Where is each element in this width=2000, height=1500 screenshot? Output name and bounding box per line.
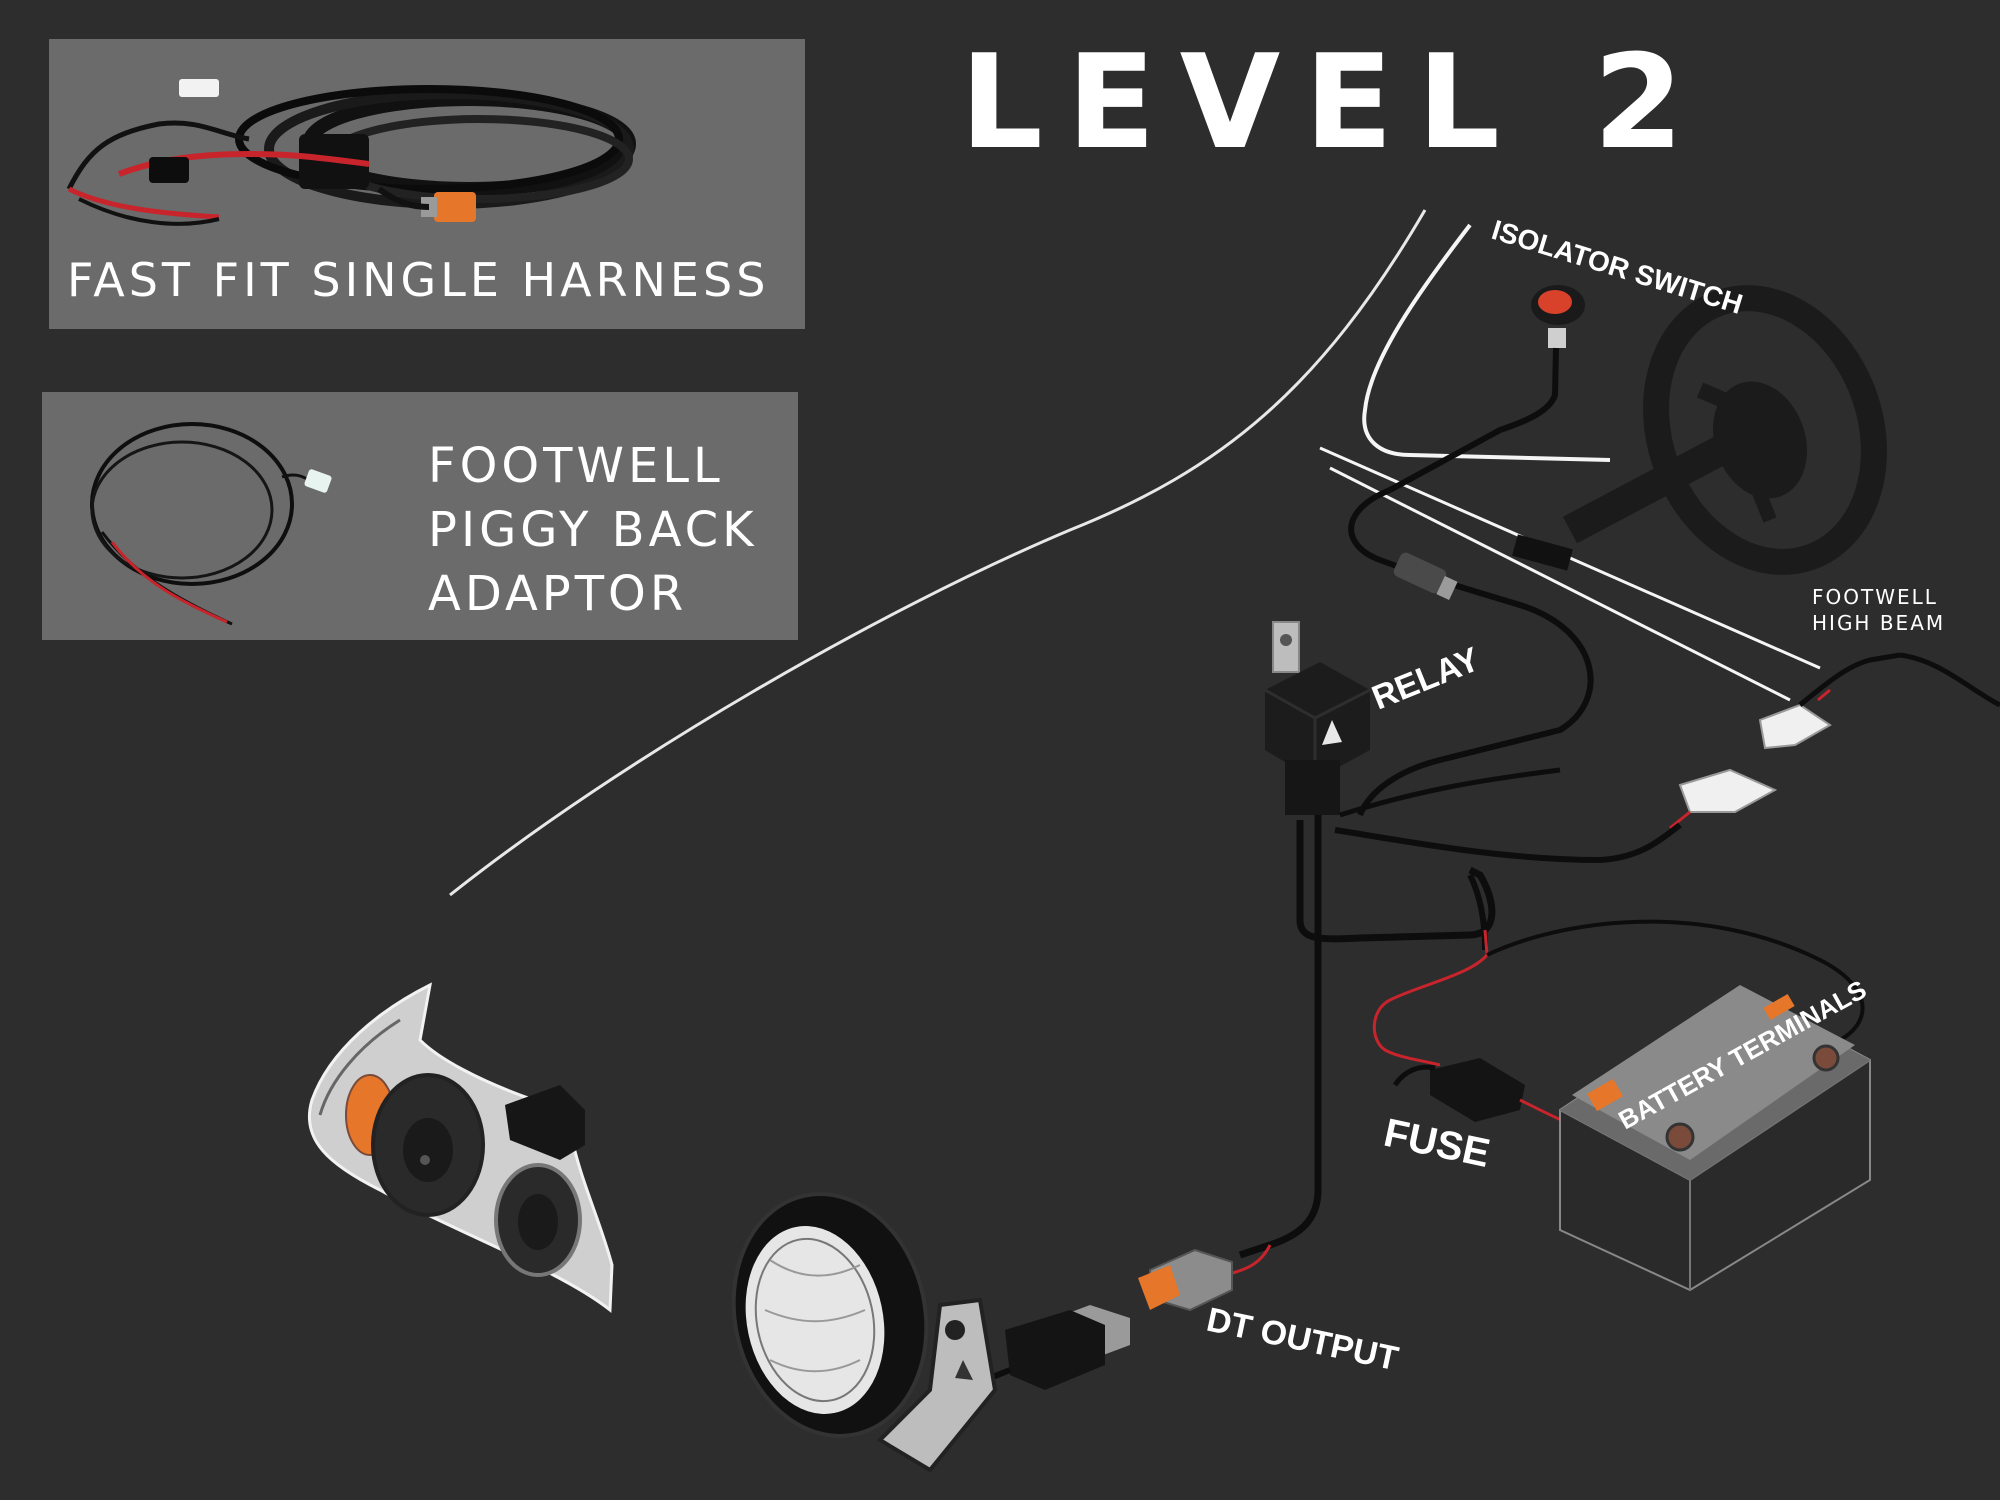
dt-output-label: DT OUTPUT bbox=[1203, 1301, 1401, 1379]
harness-product-panel: FAST FIT SINGLE HARNESS bbox=[49, 39, 805, 329]
switch-wire bbox=[1348, 487, 1594, 817]
dashboard-outline-line bbox=[1362, 223, 1611, 462]
adaptor-label-line-3: ADAPTOR bbox=[428, 566, 688, 622]
vehicle-headlight bbox=[307, 982, 614, 1314]
harness-image bbox=[66, 79, 636, 226]
relay-output-wire bbox=[1238, 815, 1322, 1259]
dashboard-edge-line-2 bbox=[1329, 466, 1791, 702]
adaptor-label: FOOTWELL PIGGY BACK ADAPTOR bbox=[428, 434, 758, 626]
harness-label: FAST FIT SINGLE HARNESS bbox=[67, 253, 770, 307]
battery-negative-wire bbox=[1486, 919, 1865, 1042]
battery bbox=[1559, 985, 1871, 1292]
adaptor-label-line-1: FOOTWELL bbox=[428, 438, 724, 494]
isolator-switch-label: ISOLATOR SWITCH bbox=[1488, 214, 1746, 320]
dt-output-connector bbox=[943, 1244, 1272, 1403]
driving-light bbox=[731, 1192, 998, 1473]
isolator-switch bbox=[1388, 285, 1585, 493]
vehicle-outline-line bbox=[449, 209, 1427, 897]
footwell-high-beam-label-1: FOOTWELL bbox=[1812, 585, 1938, 609]
relay bbox=[1264, 621, 1371, 815]
adaptor-image bbox=[90, 422, 332, 626]
footwell-high-beam-label-2: HIGH BEAM bbox=[1812, 611, 1945, 635]
red-positive-wire bbox=[1372, 929, 1489, 1067]
page-title: LEVEL 2 bbox=[960, 26, 1708, 178]
relay-to-battery-wire bbox=[1296, 820, 1496, 943]
footwell-connector-upper bbox=[1758, 652, 2000, 750]
relay-to-footwell-wire bbox=[1334, 822, 1682, 864]
relay-label: RELAY bbox=[1367, 640, 1485, 717]
adaptor-product-panel: FOOTWELL PIGGY BACK ADAPTOR bbox=[42, 392, 798, 640]
footwell-connector-lower bbox=[1669, 768, 1778, 830]
adaptor-label-line-2: PIGGY BACK bbox=[428, 502, 758, 558]
inline-connector bbox=[1393, 552, 1458, 601]
steering-wheel bbox=[1512, 285, 1887, 575]
